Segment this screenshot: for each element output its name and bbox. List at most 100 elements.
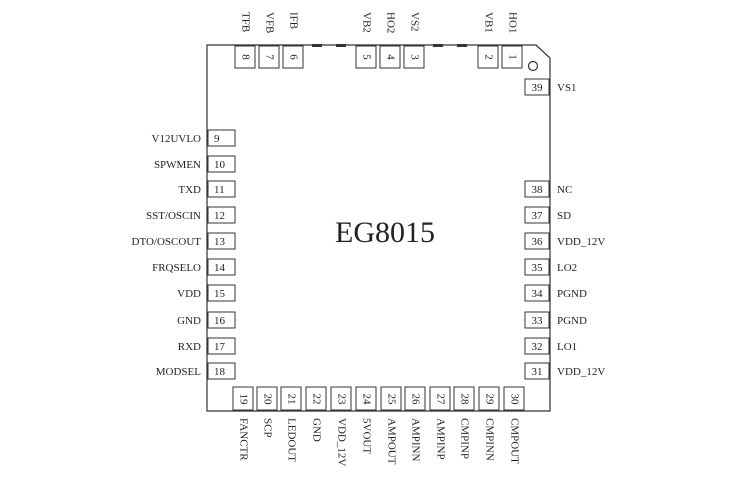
pin-label-35: LO2 <box>557 262 577 274</box>
pin-label-1: HO1 <box>506 12 518 33</box>
edge-tick-mark <box>312 44 322 47</box>
pin-number-9: 9 <box>214 133 220 145</box>
pin-box-9 <box>207 129 236 147</box>
pin-number-10: 10 <box>214 159 226 171</box>
pin-number-30: 30 <box>508 394 520 406</box>
pin-box-29 <box>478 386 500 411</box>
pin-number-14: 14 <box>214 262 226 274</box>
pin-label-13: DTO/OSCOUT <box>132 236 202 248</box>
pin-label-5: VB2 <box>360 12 372 33</box>
pin-number-32: 32 <box>532 341 543 353</box>
pin-label-39: VS1 <box>557 82 577 94</box>
pin-number-17: 17 <box>214 341 226 353</box>
pin-label-2: VB1 <box>482 12 494 33</box>
pin-number-19: 19 <box>237 394 249 406</box>
pin-label-34: PGND <box>557 288 587 300</box>
pin-number-7: 7 <box>263 54 275 60</box>
pin-box-5 <box>355 45 377 69</box>
pin-box-4 <box>379 45 401 69</box>
pin-box-35 <box>524 258 550 276</box>
pin-number-3: 3 <box>408 54 420 60</box>
pin-number-15: 15 <box>214 288 226 300</box>
pin-box-20 <box>256 386 278 411</box>
pin-number-21: 21 <box>285 394 297 405</box>
pin-label-9: V12UVLO <box>152 133 202 145</box>
pin-label-24: 5VOUT <box>360 418 372 454</box>
pin-label-19: FANCTR <box>237 418 249 461</box>
pin-box-34 <box>524 284 550 302</box>
pin-box-30 <box>503 386 525 411</box>
pin-number-18: 18 <box>214 366 226 378</box>
pin-number-36: 36 <box>532 236 544 248</box>
pin-box-3 <box>403 45 425 69</box>
pin-number-34: 34 <box>532 288 544 300</box>
pin-box-26 <box>404 386 426 411</box>
pin-label-26: AMPINN <box>409 418 421 461</box>
pin-label-37: SD <box>557 210 571 222</box>
edge-tick-mark <box>433 44 443 47</box>
chip-body-outline <box>206 44 551 412</box>
pin-label-22: GND <box>310 418 322 442</box>
pin-label-32: LO1 <box>557 341 577 353</box>
pin-number-20: 20 <box>261 394 273 406</box>
pin-box-33 <box>524 311 550 329</box>
pin-number-2: 2 <box>482 54 494 60</box>
pin-box-14 <box>207 258 236 276</box>
pin-box-2 <box>477 45 499 69</box>
pin-box-25 <box>380 386 402 411</box>
pin-label-33: PGND <box>557 315 587 327</box>
pin-number-26: 26 <box>409 394 421 406</box>
pin-box-21 <box>280 386 302 411</box>
pin-label-29: CMPINN <box>483 418 495 461</box>
pin-number-22: 22 <box>310 394 322 405</box>
chip-title: EG8015 <box>335 216 435 249</box>
pin-label-27: AMPINP <box>434 418 446 460</box>
edge-tick-mark <box>336 44 346 47</box>
pin-label-10: SPWMEN <box>154 159 201 171</box>
pin-box-6 <box>282 45 304 69</box>
pin-label-14: FRQSELO <box>152 262 201 274</box>
pin-label-21: LEDOUT <box>285 418 297 462</box>
pin-label-38: NC <box>557 184 572 196</box>
pin-box-32 <box>524 337 550 355</box>
pin-box-28 <box>453 386 475 411</box>
pin-box-38 <box>524 180 550 198</box>
pin-label-4: HO2 <box>384 12 396 33</box>
pin-box-31 <box>524 362 550 380</box>
pin-box-12 <box>207 206 236 224</box>
pin-box-17 <box>207 337 236 355</box>
pin-number-23: 23 <box>335 394 347 406</box>
pin-number-25: 25 <box>385 394 397 406</box>
pin-box-27 <box>429 386 451 411</box>
pin-label-6: IFB <box>287 12 299 29</box>
pin-label-15: VDD <box>177 288 201 300</box>
pin-number-37: 37 <box>532 210 544 222</box>
pin-label-18: MODSEL <box>156 366 202 378</box>
pin-box-22 <box>305 386 327 411</box>
pin-label-16: GND <box>177 315 201 327</box>
pin-box-8 <box>234 45 256 69</box>
pin-box-11 <box>207 180 236 198</box>
pin-box-23 <box>330 386 352 411</box>
pin-box-16 <box>207 311 236 329</box>
pin-number-24: 24 <box>360 394 372 406</box>
pin-number-13: 13 <box>214 236 226 248</box>
pin-box-18 <box>207 362 236 380</box>
pin-label-17: RXD <box>178 341 201 353</box>
pin-number-33: 33 <box>532 315 544 327</box>
pin-number-28: 28 <box>458 394 470 406</box>
pin1-marker-dot <box>527 60 539 72</box>
pin-label-31: VDD_12V <box>557 366 605 378</box>
pin-label-23: VDD_12V <box>335 418 347 466</box>
pin-box-13 <box>207 232 236 250</box>
pin-box-24 <box>355 386 377 411</box>
pin-number-4: 4 <box>384 54 396 60</box>
pin-box-15 <box>207 284 236 302</box>
pin-box-36 <box>524 232 550 250</box>
pin-label-36: VDD_12V <box>557 236 605 248</box>
pin-label-7: VFB <box>263 12 275 33</box>
pin-label-11: TXD <box>178 184 201 196</box>
pin-label-20: SCP <box>261 418 273 438</box>
pin-number-16: 16 <box>214 315 226 327</box>
